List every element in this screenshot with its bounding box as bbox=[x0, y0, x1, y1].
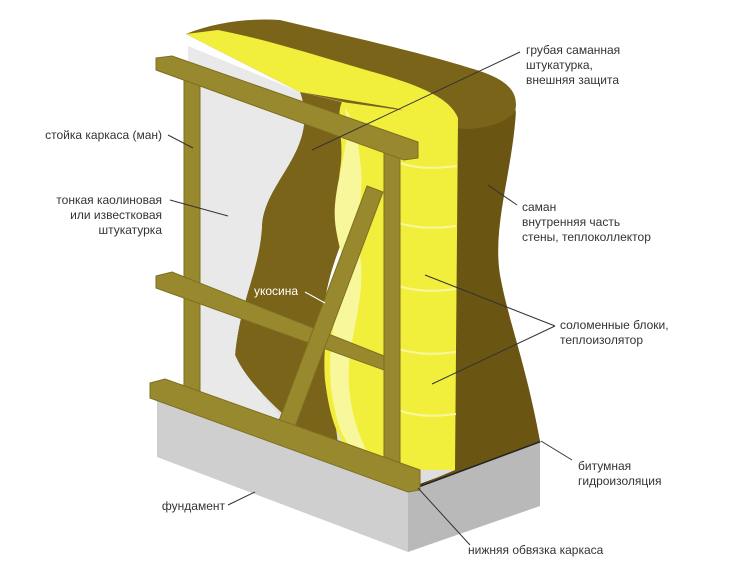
frame-top-rail bbox=[155, 55, 419, 161]
leader-foundation bbox=[227, 491, 256, 506]
label-bitumen: битумная гидроизоляция bbox=[578, 459, 662, 488]
straw-block-seams bbox=[394, 162, 458, 417]
label-straw-blocks: соломенные блоки, теплоизолятор bbox=[560, 318, 669, 347]
label-brace: укосина bbox=[254, 284, 299, 298]
leader-frame-post bbox=[167, 134, 194, 149]
label-adobe: саман внутренняя часть стены, теплоколле… bbox=[522, 200, 651, 244]
leader-brace bbox=[304, 291, 326, 304]
label-bottom-plate: нижняя обвязка каркаса bbox=[468, 543, 604, 557]
thin-plaster-layer bbox=[188, 46, 305, 445]
label-outer-plaster: грубая саманная штукатурка, внешняя защи… bbox=[526, 43, 621, 87]
leader-bitumen bbox=[540, 440, 573, 461]
leader-adobe bbox=[487, 184, 518, 206]
frame-middle-rail bbox=[155, 271, 385, 371]
foundation-front-face bbox=[157, 393, 408, 552]
wooden-frame bbox=[149, 55, 421, 493]
label-frame-post: стойка каркаса (ман) bbox=[45, 128, 162, 142]
frame-post-right bbox=[383, 144, 401, 481]
leader-straw-2 bbox=[431, 325, 556, 385]
leader-straw-1 bbox=[424, 274, 556, 327]
straw-block-highlight bbox=[330, 108, 372, 462]
adobe-side-mass bbox=[408, 110, 540, 490]
leader-thin-plaster bbox=[169, 199, 229, 217]
leader-bottom-plate bbox=[417, 487, 471, 546]
label-thin-plaster: тонкая каолиновая или известковая штукат… bbox=[56, 193, 162, 237]
leader-outer-plaster bbox=[311, 51, 521, 151]
frame-post-left bbox=[183, 79, 201, 416]
leader-lines bbox=[167, 51, 573, 546]
straw-block-top bbox=[186, 30, 458, 120]
foundation-side-face bbox=[408, 441, 540, 552]
label-foundation: фундамент bbox=[161, 499, 225, 513]
